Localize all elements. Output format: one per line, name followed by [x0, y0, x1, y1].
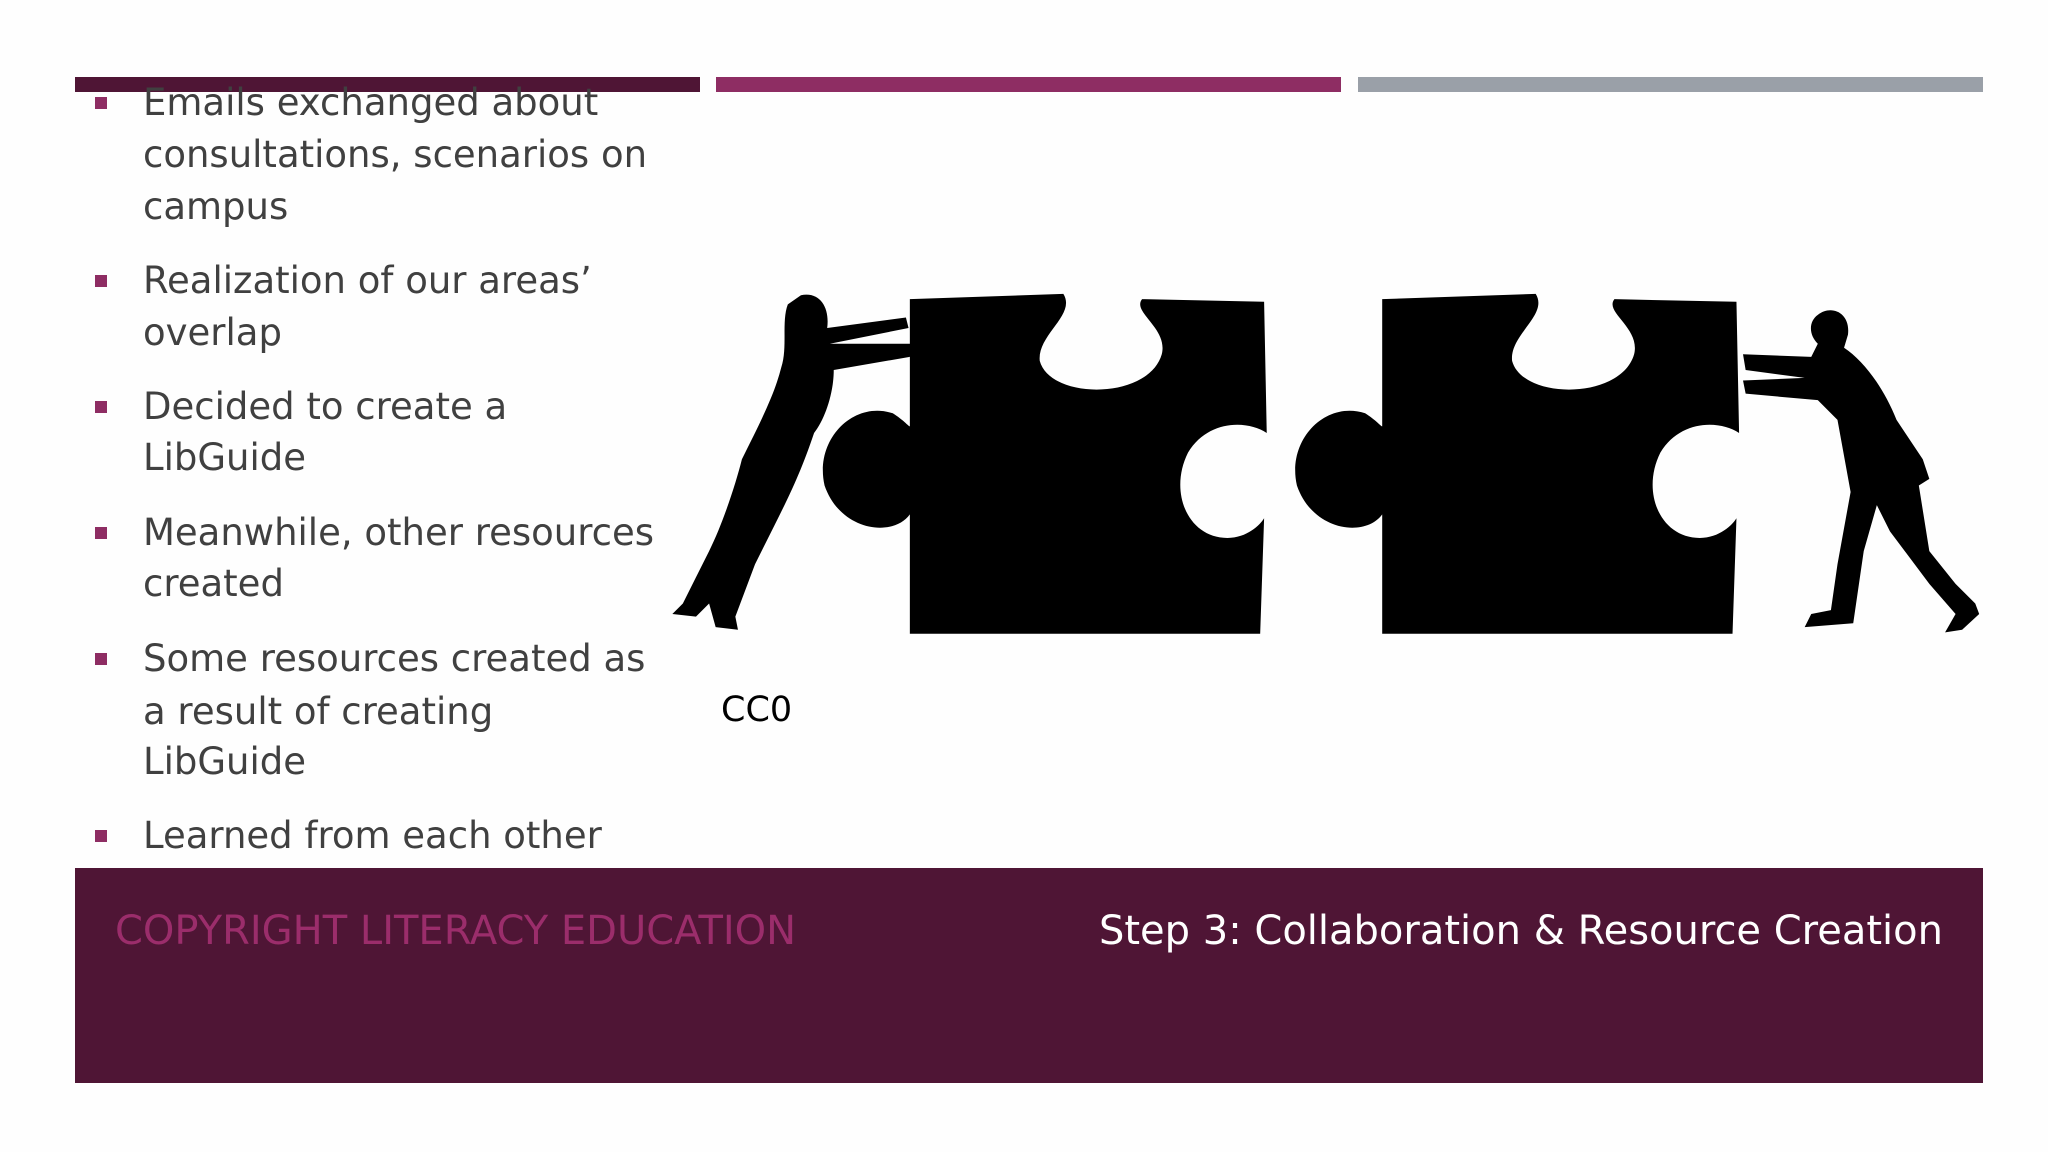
puzzle-piece-right: [1295, 293, 1740, 634]
bullet-text-line: Emails exchanged about: [143, 81, 599, 124]
person-right-silhouette: [1743, 310, 1980, 633]
bullet-text-line: Meanwhile, other resources: [143, 511, 655, 554]
bullet-marker: [95, 275, 107, 287]
bullet-text-line: Some resources created as: [143, 637, 646, 680]
bullet-text-line: created: [143, 562, 284, 605]
top-bar-gray: [1358, 77, 1983, 92]
bullet-text-line: Realization of our areas’: [143, 259, 592, 302]
bullet-marker: [95, 401, 107, 413]
bullet-marker: [95, 527, 107, 539]
bullet-text-line: LibGuide: [143, 740, 307, 783]
footer-course-title: COPYRIGHT LITERACY EDUCATION: [115, 908, 797, 954]
bullet-text-line: consultations, scenarios on: [143, 133, 648, 176]
bullet-text-line: a result of creating: [143, 690, 494, 733]
bullet-text-line: LibGuide: [143, 436, 307, 479]
bullet-text-line: campus: [143, 185, 289, 228]
bullet-marker: [95, 653, 107, 665]
bullet-list: Emails exchanged about consultations, sce…: [0, 0, 700, 868]
bullet-text-line: Decided to create a: [143, 385, 508, 428]
bullet-marker: [95, 97, 107, 109]
bullet-marker: [95, 830, 107, 842]
bullet-text-line: overlap: [143, 311, 282, 354]
person-left-silhouette: [672, 294, 913, 630]
bullet-text-line: Learned from each other: [143, 814, 602, 857]
top-bar-dark: [75, 77, 700, 92]
slide-title: Step 3: Collaboration & Resource Creatio…: [1098, 908, 1943, 954]
image-license-label: CC0: [721, 690, 793, 730]
puzzle-piece-left: [822, 293, 1267, 634]
top-bar-accent: [716, 77, 1341, 92]
footer-band: COPYRIGHT LITERACY EDUCATION Step 3: Col…: [75, 868, 1983, 1083]
